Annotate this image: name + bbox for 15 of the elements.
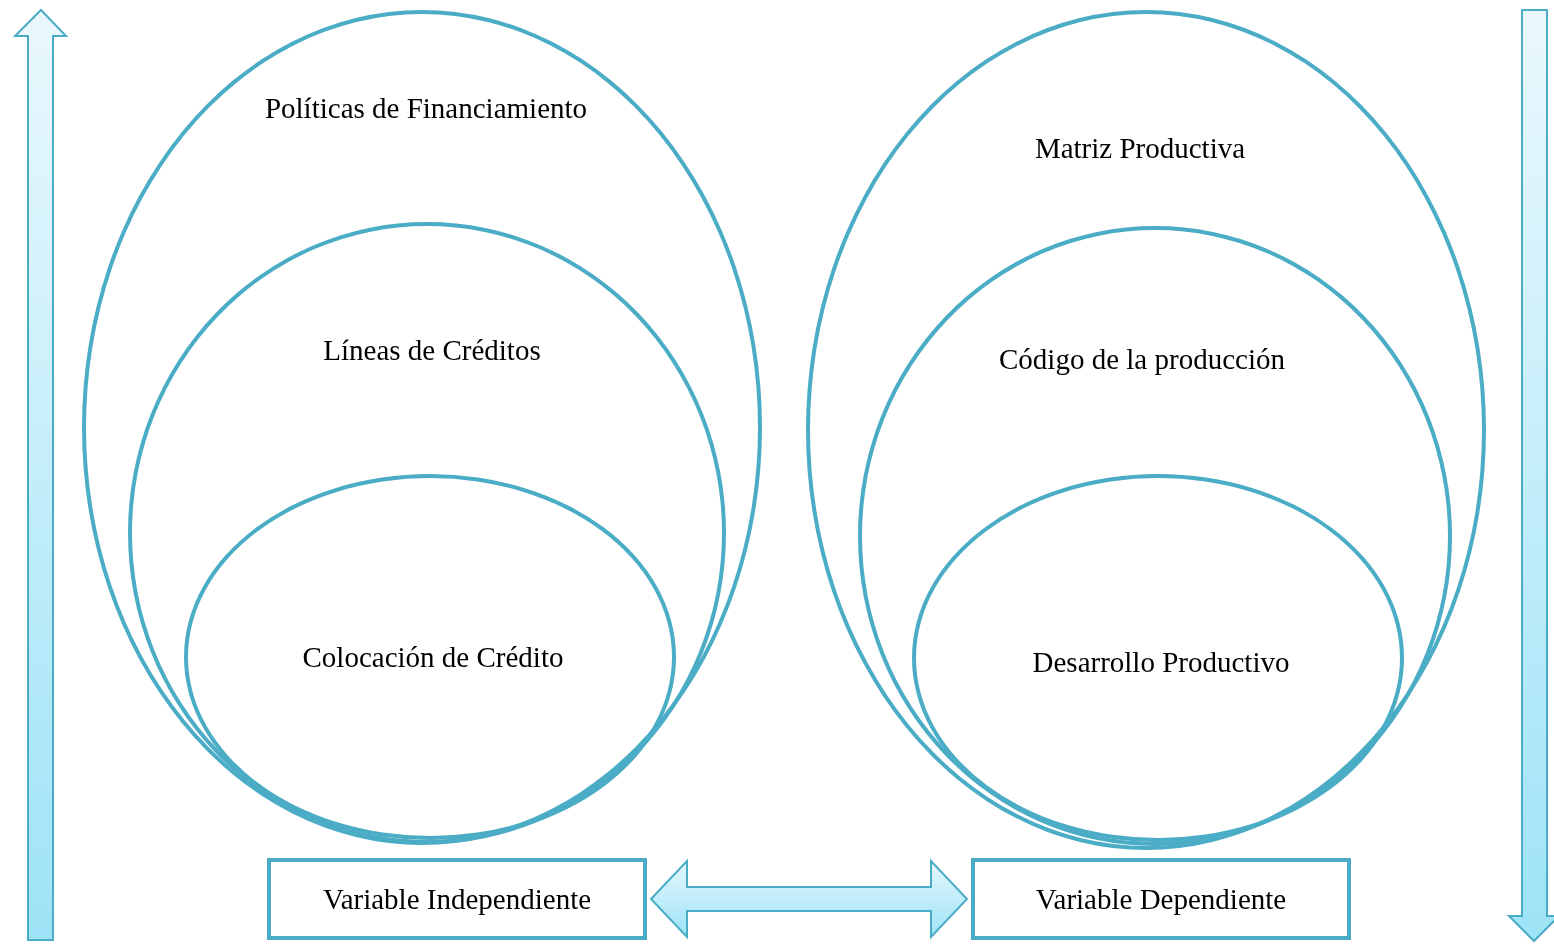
ellipse [806,10,1486,850]
ellipse [184,474,676,840]
ellipse [82,10,762,845]
ellipse-label: Matriz Productiva [1033,131,1247,166]
ellipse-label: Colocación de Crédito [301,640,565,675]
ellipse-label: Políticas de Financiamiento [263,91,589,126]
ellipse-label: Desarrollo Productivo [1031,645,1291,680]
ellipse [912,474,1404,842]
ellipse-label: Código de la producción [998,342,1286,377]
label-box: Variable Independiente [267,858,647,940]
ellipse-label: Líneas de Créditos [322,333,542,368]
double-arrow [649,858,969,940]
ellipse [128,222,726,844]
label-box: Variable Dependiente [971,858,1351,940]
ellipse [858,226,1452,846]
